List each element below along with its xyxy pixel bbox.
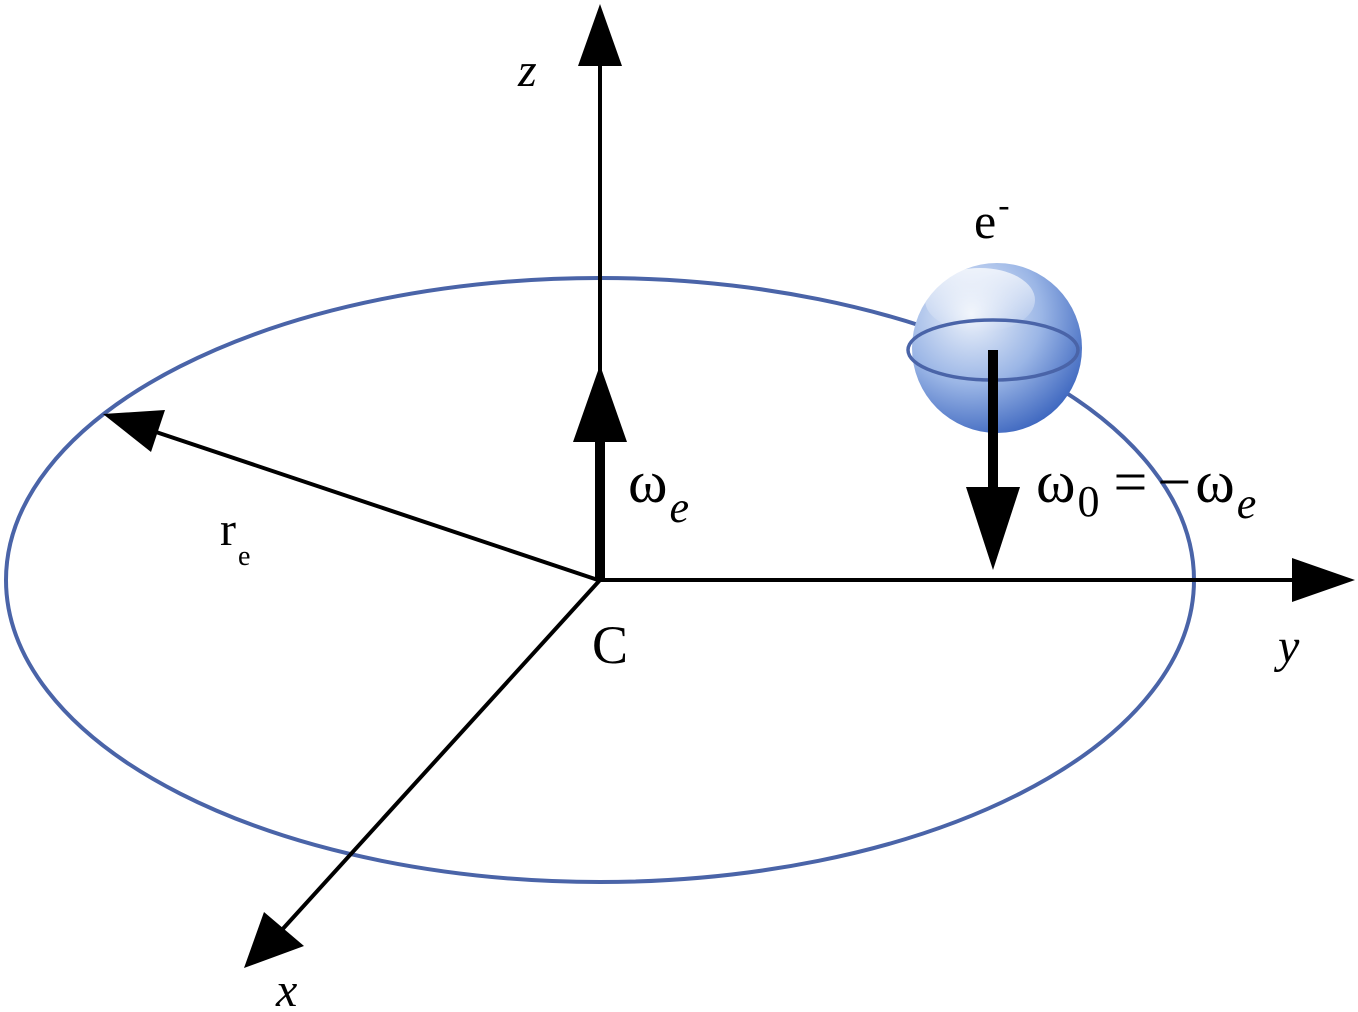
omega-0-label-minus: −: [1157, 449, 1191, 515]
z-axis-arrowhead: [578, 4, 622, 66]
radius-label-base: r: [220, 503, 236, 556]
omega-e-label: ωe: [628, 449, 689, 532]
omega-0-label-rhs-base: ω: [1195, 449, 1235, 515]
electron-label-base: e: [974, 193, 996, 249]
radius-arrowhead: [103, 410, 165, 452]
z-axis-label: z: [517, 44, 537, 97]
omega-0-arrowhead: [966, 487, 1020, 570]
omega-0-label-sub: 0: [1078, 477, 1100, 526]
omega-0-label-base: ω: [1036, 449, 1076, 515]
omega-0-label: ω0=−ωe: [1036, 449, 1256, 528]
x-axis-label: x: [275, 964, 297, 1012]
omega-e-shaft: [595, 440, 605, 580]
omega-e-label-sub: e: [670, 483, 690, 532]
omega-0-label-equals: =: [1114, 449, 1148, 515]
radius-line: [149, 428, 599, 582]
electron-label: e-: [974, 187, 1010, 249]
omega-e-arrowhead: [573, 365, 627, 442]
radius-label-sub: e: [238, 541, 250, 572]
omega-e-label-base: ω: [628, 449, 668, 515]
center-label: C: [592, 615, 628, 675]
omega-0-shaft: [988, 350, 998, 490]
radius-label: re: [220, 503, 250, 572]
electron-sphere: [912, 263, 1082, 433]
omega-0-label-rhs-sub: e: [1237, 479, 1257, 528]
x-axis-line: [278, 578, 602, 934]
electron-label-sup: -: [998, 187, 1009, 224]
y-axis-arrowhead: [1292, 558, 1355, 602]
y-axis-label: y: [1273, 620, 1300, 673]
x-axis-arrowhead: [244, 912, 304, 968]
